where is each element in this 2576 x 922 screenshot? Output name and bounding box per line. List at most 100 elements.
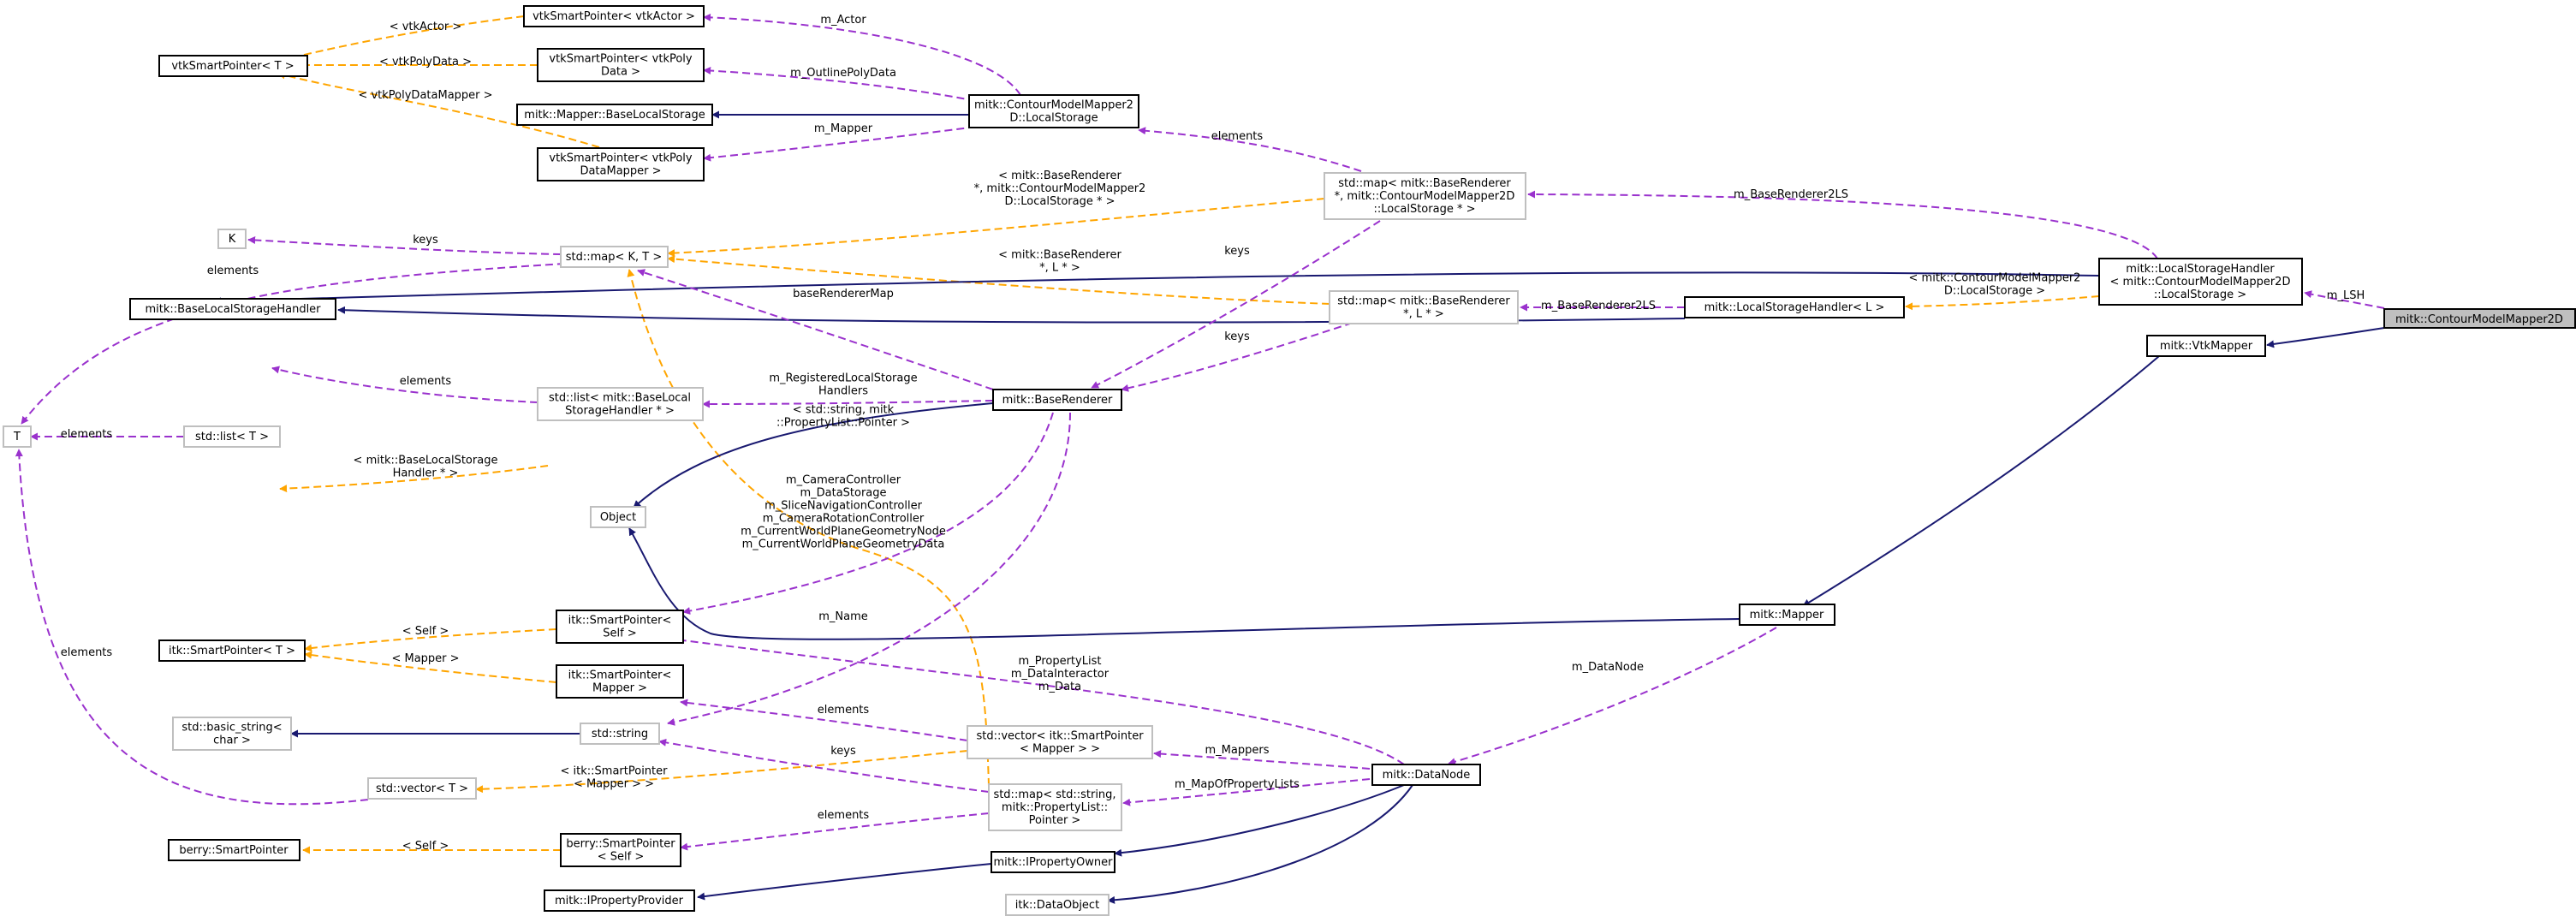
edge-baserenderer-to-itksmartptr-self <box>682 412 1054 615</box>
node-stdmap-string-propertylist[interactable]: std::map< std::string,mitk::PropertyList… <box>988 783 1122 831</box>
text-line: Mapper > <box>592 681 647 694</box>
text-line: m_RegisteredLocalStorage <box>769 372 917 384</box>
text-line: std::map< mitk::BaseRenderer <box>1337 294 1510 307</box>
text-line: m_OutlinePolyData <box>790 67 896 80</box>
node-berry-smartpointer[interactable]: berry::SmartPointer <box>168 839 300 861</box>
node-stdlist-t[interactable]: std::list< T > <box>183 425 281 448</box>
label-m-lsh: m_LSH <box>2327 289 2365 302</box>
text-line: *, L * > <box>1039 261 1080 274</box>
node-map-baserenderer-localstorage[interactable]: std::map< mitk::BaseRenderer*, mitk::Con… <box>1324 172 1526 220</box>
node-baserenderer[interactable]: mitk::BaseRenderer <box>992 389 1122 411</box>
svg-text:T: T <box>13 431 21 443</box>
edge-vtkactor-to-vtksmartptr-t <box>282 15 525 62</box>
node-localstoragehandler-l[interactable]: mitk::LocalStorageHandler< L > <box>1684 296 1905 318</box>
svg-text:std::map< mitk::BaseRenderer*,: std::map< mitk::BaseRenderer*, mitk::Con… <box>1335 177 1515 216</box>
node-vtksmartpointer-t[interactable]: vtkSmartPointer< T > <box>158 55 308 77</box>
text-line: m_Data <box>1038 681 1081 693</box>
label-keys-string: keys <box>830 745 856 758</box>
text-line: m_CameraController <box>786 473 901 486</box>
label-m-datanode: m_DataNode <box>1572 661 1644 674</box>
edge-stdlist-baselocal-to-baselsh <box>271 366 538 403</box>
text-line: std::map< mitk::BaseRenderer <box>1338 177 1511 190</box>
text-line: Pointer > <box>1029 814 1081 827</box>
text-line: itk::SmartPointer< T > <box>169 645 295 657</box>
edge-itksmartptr-self-to-itksmartptr-t <box>304 628 557 652</box>
text-line: keys <box>1224 245 1250 258</box>
text-line: < mitk::BaseRenderer <box>998 248 1121 261</box>
node-t[interactable]: T <box>3 425 32 448</box>
node-mitk-mapper[interactable]: mitk::Mapper <box>1739 604 1835 626</box>
text-line: std::string <box>592 728 648 741</box>
label-keys-renderer-2: keys <box>1224 330 1250 343</box>
svg-text:mitk::IPropertyProvider: mitk::IPropertyProvider <box>555 895 684 907</box>
label-tpl-map-l: < mitk::BaseRenderer*, L * > <box>998 248 1121 274</box>
node-k[interactable]: K <box>217 229 247 249</box>
svg-text:Object: Object <box>600 511 636 524</box>
node-itk-dataobject[interactable]: itk::DataObject <box>1005 894 1110 916</box>
text-line: vtkSmartPointer< T > <box>171 60 294 73</box>
node-contourmodelmapper2d[interactable]: mitk::ContourModelMapper2D <box>2383 308 2576 329</box>
text-line: D::LocalStorage * > <box>1005 195 1115 208</box>
text-line: elements <box>61 428 113 441</box>
text-line: elements <box>207 265 259 277</box>
edge-stdvector-t-to-t <box>15 449 369 806</box>
text-line: Handler * > <box>393 467 459 479</box>
node-object[interactable]: Object <box>590 506 646 528</box>
svg-text:std::vector< T >: std::vector< T > <box>376 782 468 795</box>
svg-text:mitk::BaseLocalStorageHandler: mitk::BaseLocalStorageHandler <box>145 303 321 316</box>
edge-stdmap-kt-to-k <box>247 235 562 255</box>
node-baselocalstoragehandler[interactable]: mitk::BaseLocalStorageHandler <box>129 298 336 320</box>
node-std-string[interactable]: std::string <box>580 723 660 745</box>
edge-vtkpolydatamapper-to-vtksmartptr-t <box>277 71 600 148</box>
node-itksmartpointer-t[interactable]: itk::SmartPointer< T > <box>158 639 306 662</box>
text-line: mitk::IPropertyProvider <box>555 895 684 907</box>
text-line: m_BaseRenderer2LS <box>1734 188 1848 201</box>
node-datanode[interactable]: mitk::DataNode <box>1371 764 1481 786</box>
text-line: D::LocalStorage <box>1009 111 1098 124</box>
node-stdvector-t[interactable]: std::vector< T > <box>367 777 477 800</box>
node-itksmartpointer-self[interactable]: itk::SmartPointer<Self > <box>556 610 684 644</box>
node-itksmartpointer-mapper[interactable]: itk::SmartPointer<Mapper > <box>556 664 684 699</box>
text-line: mitk::ContourModelMapper2 <box>974 98 1133 111</box>
edge-stdvector-mapper-to-stdvector-t <box>475 750 968 794</box>
text-line: m_CurrentWorldPlaneGeometryNode <box>741 525 946 538</box>
svg-text:std::map< mitk::BaseRenderer*,: std::map< mitk::BaseRenderer*, L * > <box>1337 294 1510 320</box>
svg-text:berry::SmartPointer: berry::SmartPointer <box>179 844 289 857</box>
label-elements-vec: elements <box>818 704 870 717</box>
text-line: < Mapper > > <box>1020 742 1100 755</box>
edge-mapstring-to-stdstring <box>658 738 990 793</box>
node-std-basic-string[interactable]: std::basic_string<char > <box>172 717 292 751</box>
node-berry-smartpointer-self[interactable]: berry::SmartPointer< Self > <box>560 833 681 867</box>
text-line: mitk::DataNode <box>1383 769 1471 782</box>
edge-mapper-to-object <box>628 527 1740 640</box>
node-mapper-baselocalstorage[interactable]: mitk::Mapper::BaseLocalStorage <box>516 104 713 126</box>
text-line: mitk::BaseLocalStorageHandler <box>145 303 321 316</box>
node-map-baserenderer-l[interactable]: std::map< mitk::BaseRenderer*, L * > <box>1329 290 1519 324</box>
svg-text:mitk::LocalStorageHandler< mit: mitk::LocalStorageHandler< mitk::Contour… <box>2110 263 2291 301</box>
svg-text:std::map< std::string,mitk::Pr: std::map< std::string,mitk::PropertyList… <box>993 788 1115 827</box>
text-line: mitk::Mapper <box>1750 609 1824 622</box>
text-line: ::LocalStorage * > <box>1374 203 1476 216</box>
edge-localstorage-to-vtkpolydatamapper <box>703 126 977 162</box>
text-line: std::vector< itk::SmartPointer <box>976 729 1144 742</box>
svg-text:std::string: std::string <box>592 728 648 741</box>
text-line: D::LocalStorage > <box>1944 284 2045 297</box>
node-ipropertyowner[interactable]: mitk::IPropertyOwner <box>991 851 1115 873</box>
node-stdmap-k-t[interactable]: std::map< K, T > <box>560 246 669 268</box>
label-m-outlinepolydata: m_OutlinePolyData <box>790 67 896 80</box>
text-line: Self > <box>603 627 636 639</box>
text-line: keys <box>413 234 438 247</box>
label-keys-renderer-1: keys <box>1224 245 1250 258</box>
edge-datanode-to-dataobject <box>1107 784 1413 904</box>
node-ipropertyprovider[interactable]: mitk::IPropertyProvider <box>544 889 695 912</box>
node-localstoragehandler-contour[interactable]: mitk::LocalStorageHandler< mitk::Contour… <box>2098 258 2303 306</box>
node-vtksmartpointer-vtkactor[interactable]: vtkSmartPointer< vtkActor > <box>523 5 705 27</box>
edge-labels: < vtkActor > m_Actor < vtkPolyData > m_O… <box>61 14 2365 853</box>
node-stdvector-itksmartpointer-mapper[interactable]: std::vector< itk::SmartPointer< Mapper >… <box>967 725 1153 759</box>
node-vtkmapper[interactable]: mitk::VtkMapper <box>2146 335 2266 357</box>
